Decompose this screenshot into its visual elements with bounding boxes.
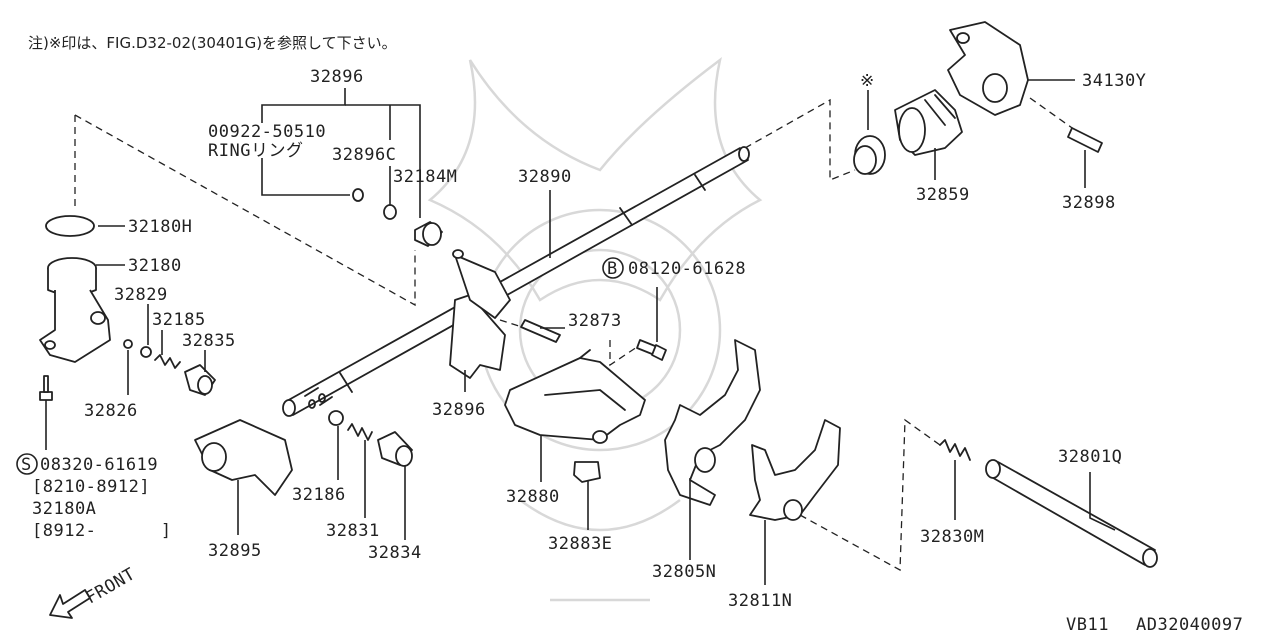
label-ring: RINGリング: [208, 141, 303, 161]
label-32180H: 32180H: [128, 217, 192, 237]
label-32184M: 32184M: [393, 167, 457, 187]
shift-rod-32890: [282, 146, 750, 417]
label-32180: 32180: [128, 256, 182, 276]
rod-32801Q: [985, 459, 1158, 568]
part-32883E: [573, 461, 601, 483]
label-range-2: [8912- ]: [32, 521, 172, 541]
label-32859: 32859: [916, 185, 970, 205]
label-32180A: 32180A: [32, 499, 96, 519]
label-32805N: 32805N: [652, 562, 716, 582]
label-08120: 08120-61628: [628, 259, 746, 279]
housing-32180: [39, 257, 111, 363]
label-32896C: 32896C: [332, 145, 396, 165]
label-model: VB11: [1066, 615, 1109, 635]
label-code: AD32040097: [1136, 615, 1243, 635]
spring-32831: [347, 423, 373, 441]
fork-32805N: [664, 339, 761, 506]
label-star: ※: [860, 71, 875, 91]
bracket-34130Y: [947, 21, 1029, 116]
label-32873: 32873: [568, 311, 622, 331]
label-32883E: 32883E: [548, 534, 612, 554]
ball-32826: [123, 339, 133, 349]
label-32831: 32831: [326, 521, 380, 541]
spring-32185: [154, 354, 181, 369]
leader-lines: [96, 79, 1116, 585]
ball-32829: [140, 346, 152, 358]
pin-32873: [520, 319, 561, 343]
header-note: 注)※印は、FIG.D32-02(30401G)を参照して下さい。: [28, 34, 397, 52]
pin-32898: [1067, 127, 1103, 153]
label-32898: 32898: [1062, 193, 1116, 213]
label-32186: 32186: [292, 485, 346, 505]
bolt-08120: [636, 339, 667, 361]
spring-32830M: [939, 439, 971, 461]
ring-star: [853, 135, 886, 175]
fork-32811N: [749, 419, 841, 521]
label-range-1: [8210-8912]: [32, 477, 150, 497]
label-circle-b: B: [607, 259, 618, 279]
front-arrow-icon: [49, 589, 91, 619]
bracket-32880: [504, 349, 646, 444]
label-32835: 32835: [182, 331, 236, 351]
ring-32896C: [383, 204, 397, 220]
label-32830M: 32830M: [920, 527, 984, 547]
label-32896-mid: 32896: [432, 400, 486, 420]
ball-32186: [328, 410, 344, 426]
label-32826: 32826: [84, 401, 138, 421]
label-32880: 32880: [506, 487, 560, 507]
ring-00922: [352, 188, 364, 202]
plug-32835: [184, 364, 216, 396]
cap-32180H: [45, 215, 95, 237]
bracket-32896: [449, 249, 511, 379]
label-32895: 32895: [208, 541, 262, 561]
label-08320: 08320-61619: [40, 455, 158, 475]
label-front: FRONT: [83, 564, 139, 608]
block-32895: [194, 419, 293, 496]
label-32890: 32890: [518, 167, 572, 187]
boot-32859: [894, 89, 963, 156]
plug-32834: [377, 431, 413, 467]
label-32801Q: 32801Q: [1058, 447, 1122, 467]
label-32896-top: 32896: [310, 67, 364, 87]
circle-b-icon: [602, 257, 624, 279]
label-32811N: 32811N: [728, 591, 792, 611]
label-32185: 32185: [152, 310, 206, 330]
collar-32184M: [414, 221, 443, 247]
dashed-leader-lines: [74, 97, 1076, 572]
circle-s-icon: [16, 453, 38, 475]
label-34130Y: 34130Y: [1082, 71, 1146, 91]
label-circle-s: S: [21, 455, 32, 475]
label-32829: 32829: [114, 285, 168, 305]
label-00922: 00922-50510: [208, 122, 326, 142]
label-32834: 32834: [368, 543, 422, 563]
bolt-08320: [39, 375, 53, 450]
